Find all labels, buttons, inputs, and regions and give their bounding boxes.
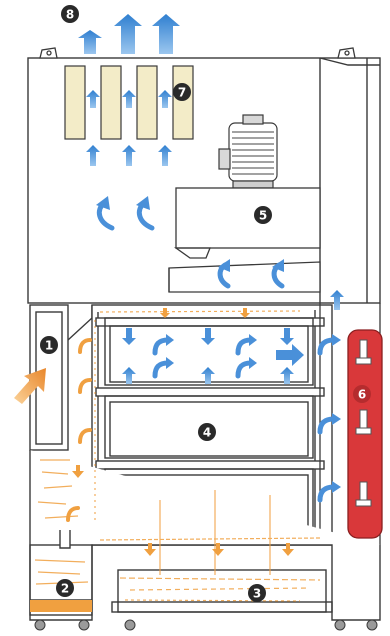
flour-dust	[34, 310, 321, 602]
arrow-up-icon	[78, 14, 344, 384]
callout-number: 4	[203, 426, 211, 440]
callout-badge-1: 1	[40, 336, 58, 354]
caster-wheel-icon	[34, 619, 378, 631]
callout-number: 7	[178, 86, 186, 100]
arrow-right-icon	[276, 344, 304, 366]
motor-icon	[218, 114, 278, 189]
callout-badge-5: 5	[254, 206, 272, 224]
intake-arrow-icon	[14, 368, 46, 404]
fan-housing	[168, 187, 321, 293]
callout-number: 8	[66, 8, 74, 22]
callout-badge-7: 7	[173, 83, 191, 101]
callout-badge-2: 2	[56, 579, 74, 597]
exhaust-filters	[64, 65, 194, 140]
orange-arrow-down-icon	[72, 308, 294, 556]
orange-curved-arrow-icon	[66, 338, 92, 522]
callout-number: 2	[61, 582, 69, 596]
arrow-down-icon	[122, 328, 294, 345]
lifting-eye-icon	[39, 47, 356, 59]
curved-arrow-head-icon	[96, 196, 341, 493]
callout-badge-4: 4	[198, 423, 216, 441]
callout-badges: 8 7 5 1 6 4 2 3	[40, 5, 371, 602]
callout-number: 3	[253, 587, 261, 601]
callout-badge-8: 8	[61, 5, 79, 23]
callout-badge-3: 3	[248, 584, 266, 602]
base-frame	[29, 450, 381, 621]
callout-number: 6	[358, 388, 366, 402]
thermometer-probe-icon	[355, 339, 372, 507]
callout-badge-6: 6	[353, 385, 371, 403]
callout-number: 1	[45, 339, 53, 353]
callout-number: 5	[259, 209, 267, 223]
